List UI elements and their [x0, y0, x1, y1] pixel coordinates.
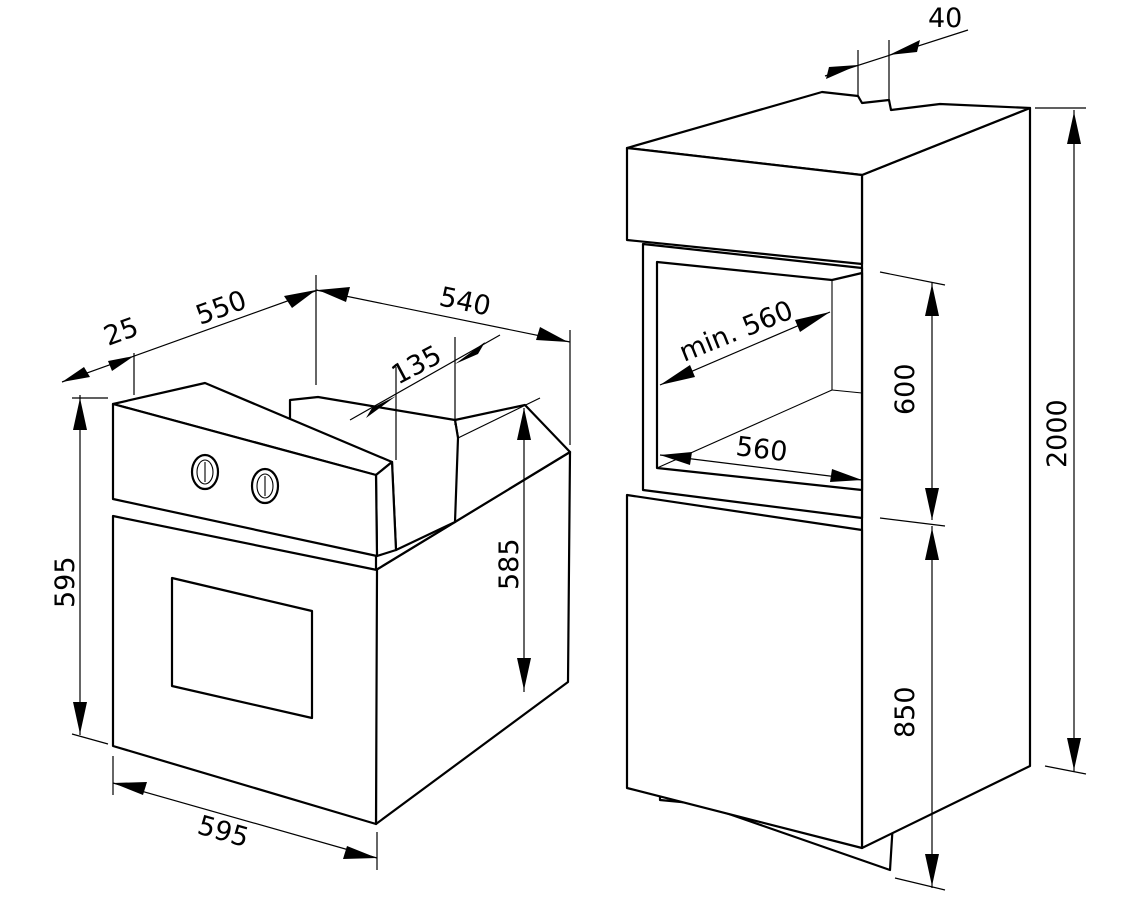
dim-niche-height: 600	[890, 363, 921, 415]
knob-right-icon	[250, 467, 280, 505]
cabinet-drawing	[625, 90, 1032, 872]
dim-oven-front-width: 595	[194, 810, 252, 854]
cabinet-dimension-lines	[659, 29, 1087, 891]
cabinet-top	[625, 90, 1032, 177]
control-panel-front	[111, 402, 379, 558]
dim-cabinet-top-gap: 40	[928, 3, 962, 34]
dim-oven-front-height: 595	[50, 556, 81, 608]
oven-dimension-lines	[61, 275, 571, 870]
cabinet-lower-door	[625, 493, 864, 850]
dim-total-height: 2000	[1042, 399, 1073, 468]
knob-left-icon	[190, 453, 220, 491]
cabinet-side-panel	[860, 106, 1032, 850]
dim-oven-front-depth: 25	[100, 312, 143, 353]
oven-drawing	[111, 381, 572, 826]
cabinet-top-front	[625, 146, 864, 266]
dim-lower-height: 850	[890, 686, 921, 738]
dim-niche-width: 560	[734, 431, 789, 468]
oven-window	[170, 576, 314, 720]
control-panel-side	[374, 460, 398, 558]
dim-oven-body-height: 585	[494, 538, 525, 590]
dim-oven-body-depth: 550	[192, 285, 251, 332]
